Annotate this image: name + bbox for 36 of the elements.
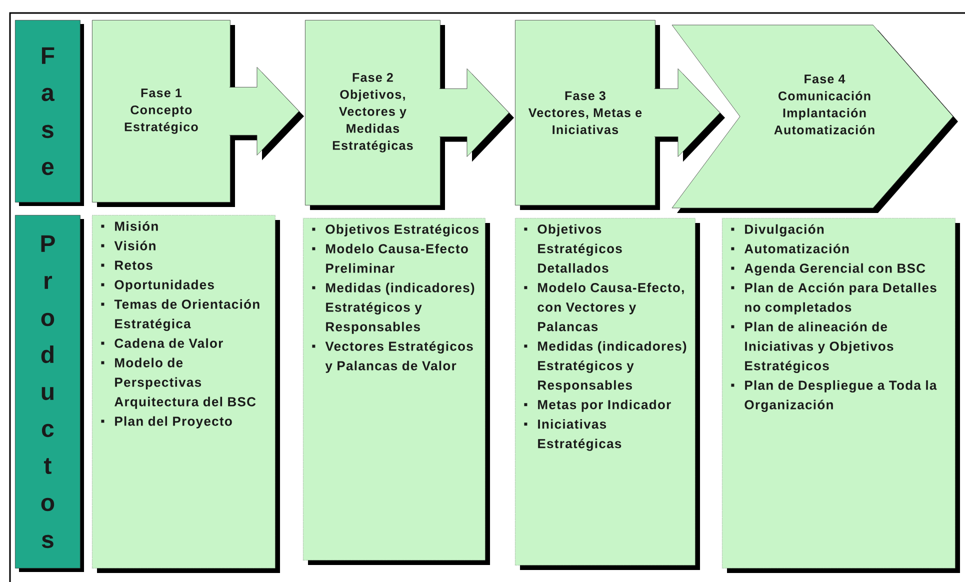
list-item: Vectores Estratégicos y Palancas de Valor: [312, 341, 473, 373]
list-item: Plan de alineación de Iniciativas y Objetivos Estratégicos: [731, 322, 894, 373]
row-header-box: Fase: [15, 20, 84, 206]
phase-chevron: Fase 4 Comunicación Implantación Automatización: [672, 24, 958, 213]
list-item: Automatización: [731, 244, 849, 254]
list-item: Modelo de Perspectivas Arquitectura del BSC: [101, 358, 256, 409]
block-arrow: [229, 67, 304, 160]
block-arrow: [439, 68, 514, 162]
phase-box: Fase 3 Vectores, Metas e Iniciativas: [515, 20, 660, 210]
list-item: Cadena de Valor: [101, 338, 223, 348]
list-item: Oportunidades: [101, 280, 214, 292]
list-item: Objetivos Estratégicos Detallados: [524, 224, 622, 273]
list-item: Objetivos Estratégicos: [312, 224, 479, 236]
list-item: Metas por Indicador: [524, 400, 671, 412]
list-item: Misión: [101, 221, 158, 231]
list-item: Retos: [101, 260, 152, 270]
product-list-box: [92, 215, 280, 573]
list-item: Medidas (indicadores) Estratégicos y Responsables: [524, 341, 686, 392]
list-item: Divulgación: [731, 224, 824, 236]
product-list-box: [722, 218, 960, 573]
list-item: Modelo Causa-Efecto, con Vectores y Palancas: [524, 282, 684, 332]
list-item: Temas de Orientación Estratégica: [101, 299, 260, 331]
phase-box: Fase 1 Concepto Estratégico: [92, 20, 235, 207]
list-item: Plan de Despliegue a Toda la Organización: [731, 380, 937, 412]
list-item: Medidas (indicadores) Estratégicos y Responsables: [312, 282, 474, 334]
product-list-box: [515, 218, 700, 570]
list-item: Agenda Gerencial con BSC: [731, 263, 926, 276]
list-item: Visión: [101, 240, 156, 250]
list-item: Iniciativas Estratégicas: [524, 419, 622, 451]
product-list-box: [303, 218, 490, 565]
list-item: Plan del Proyecto: [101, 416, 232, 428]
phase-box: Fase 2 Objetivos, Vectores y Medidas Estratégicas: [305, 20, 445, 210]
list-item: Modelo Causa-Efecto Preliminar: [312, 244, 468, 273]
row-header-box: Productos: [15, 215, 84, 572]
list-item: Plan de Acción para Detalles no completados: [731, 282, 936, 314]
block-arrow: [654, 68, 725, 162]
